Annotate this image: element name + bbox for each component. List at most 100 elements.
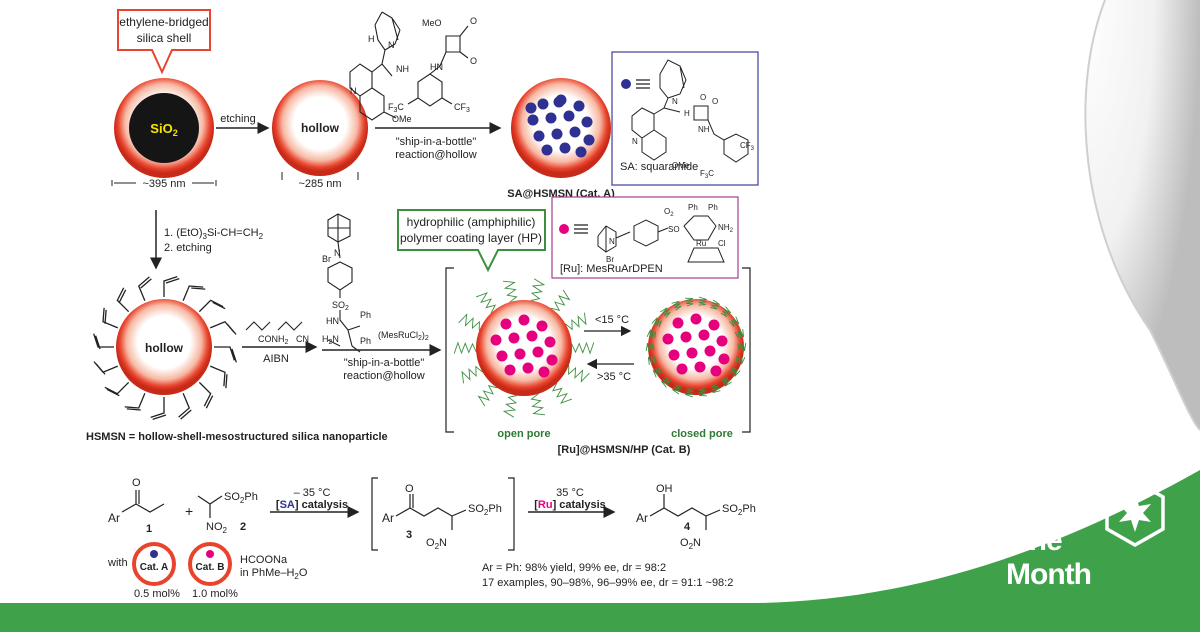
prod-number: 4 bbox=[684, 521, 691, 533]
step1-d: 2 bbox=[259, 232, 264, 241]
polymer-chain bbox=[571, 341, 595, 355]
polymer-chain bbox=[652, 367, 663, 378]
dim-large-label: ~395 nm bbox=[142, 178, 185, 190]
step2-cat-name: Ru bbox=[538, 499, 553, 511]
hollow-particle: hollow bbox=[272, 80, 368, 176]
cat-a-particle bbox=[511, 78, 611, 178]
intermediate-3-structure bbox=[395, 494, 467, 530]
sa-legend-structure bbox=[631, 59, 749, 163]
sa-legend-f3cc: C bbox=[708, 169, 714, 178]
sa-legend-n: N bbox=[672, 97, 678, 106]
svg-text:F3C: F3C bbox=[388, 102, 404, 114]
cat-b-bracket-right bbox=[742, 267, 751, 433]
sub2-number: 2 bbox=[240, 521, 246, 533]
int-so2ph: SO2Ph bbox=[468, 503, 502, 517]
catalyst-dot bbox=[514, 348, 526, 360]
catalyst-dot bbox=[551, 128, 563, 140]
equiv-symbol-sa bbox=[636, 79, 650, 89]
closed-pore-particle bbox=[645, 296, 747, 398]
sa-legend-box: N H O O NH N OMe CF3 F3C SA: squaramide bbox=[611, 51, 759, 186]
polymer-chain bbox=[453, 341, 477, 355]
sa-legend-o1: O bbox=[700, 93, 706, 102]
sio2-label: SiO bbox=[150, 121, 172, 136]
result-line-1: Ar = Ph: 98% yield, 99% ee, dr = 98:2 bbox=[482, 562, 666, 574]
mesrucl-label: (MesRuCl2)2 bbox=[378, 330, 429, 342]
result-line-2: 17 examples, 90–98%, 96–99% ee, dr = 91:… bbox=[482, 577, 733, 589]
hexagon-star-icon bbox=[1105, 478, 1165, 548]
product-4-structure bbox=[649, 494, 721, 530]
catalyst-dot bbox=[686, 347, 698, 359]
polymer-chain bbox=[530, 393, 546, 416]
ru-legend-nh2a: NH bbox=[718, 223, 730, 232]
squaramide-structure-top bbox=[349, 11, 469, 121]
catalyst-dot bbox=[537, 98, 549, 110]
catalyst-dot bbox=[538, 366, 550, 378]
ru-legend-nh2b: 2 bbox=[730, 228, 734, 234]
polymer-chain bbox=[671, 300, 682, 311]
catalyst-dot bbox=[518, 314, 530, 326]
polymer-chain bbox=[646, 329, 656, 339]
lig-h2nc: N bbox=[332, 334, 339, 344]
polymer-chain bbox=[568, 365, 590, 383]
catalyst-dot bbox=[504, 364, 516, 376]
page-curl-edge bbox=[1084, 0, 1200, 431]
open-pore-label: open pore bbox=[497, 428, 550, 440]
logo-line-1: Synfact bbox=[932, 482, 1070, 526]
with-label: with bbox=[107, 557, 128, 569]
ligand-structure bbox=[327, 213, 361, 353]
monomer-structures bbox=[245, 321, 303, 331]
catalyst-dot bbox=[680, 331, 692, 343]
ru-legend-n: N bbox=[609, 237, 615, 246]
catalyst-dot bbox=[718, 353, 730, 365]
hp-callout-line2: polymer coating layer (HP) bbox=[400, 231, 542, 245]
aibn-label: AIBN bbox=[263, 353, 289, 365]
conh2-b: 2 bbox=[285, 339, 289, 346]
catalyst-dot bbox=[569, 126, 581, 138]
catalyst-dot bbox=[490, 334, 502, 346]
hp-callout: hydrophilic (amphiphilic) polymer coatin… bbox=[397, 209, 546, 273]
sub2-no2-a: NO bbox=[206, 521, 223, 533]
catalyst-dot bbox=[581, 116, 593, 128]
prod-so2ph-c: Ph bbox=[742, 503, 755, 515]
polymer-chain bbox=[672, 384, 682, 395]
atom-f3c-1b: 3 bbox=[394, 107, 398, 114]
open-pore-particle bbox=[453, 278, 595, 418]
cat-b-loading: 1.0 mol% bbox=[192, 588, 238, 600]
hollow-label-2: hollow bbox=[145, 341, 184, 355]
solvent-b: 2 bbox=[294, 572, 299, 581]
ship-bottle-mid: "ship-in-a-bottle" bbox=[344, 357, 425, 369]
ru-legend-s: SO bbox=[668, 225, 680, 234]
reaction-hollow-mid: reaction@hollow bbox=[343, 370, 425, 382]
conh2-a: CONH bbox=[258, 334, 285, 344]
atom-cf3-1a: CF bbox=[454, 102, 466, 112]
prod-so2ph: SO2Ph bbox=[722, 503, 756, 517]
reaction-hollow-top: reaction@hollow bbox=[395, 149, 477, 161]
lig-br: Br bbox=[322, 254, 331, 264]
catalyst-dot bbox=[694, 361, 706, 373]
sa-legend-o2: O bbox=[712, 97, 718, 106]
step2-cat-close: ] catalysis bbox=[553, 499, 606, 511]
ship-bottle-top: "ship-in-a-bottle" bbox=[396, 136, 477, 148]
logo-line-3: Month bbox=[1006, 558, 1092, 591]
catalyst-dot bbox=[559, 142, 571, 154]
svg-text:SO2: SO2 bbox=[332, 300, 349, 312]
vinyl-hollow-particle: hollow bbox=[93, 276, 237, 420]
catalyst-dot bbox=[698, 329, 710, 341]
prod-o2n-a: O bbox=[680, 537, 689, 549]
catalyst-dot bbox=[710, 365, 722, 377]
mesrucl-d: 2 bbox=[425, 335, 429, 342]
sub2-no2: NO2 bbox=[206, 521, 228, 535]
logo-line-2: of the bbox=[986, 524, 1063, 557]
high-temp-label: >35 °C bbox=[597, 371, 631, 383]
polymer-chain bbox=[734, 329, 745, 339]
lig-h2nb: 2 bbox=[329, 339, 333, 346]
lig-so2a: SO bbox=[332, 300, 345, 310]
catalyst-dot bbox=[583, 134, 595, 146]
int-o2n-c: N bbox=[439, 537, 447, 549]
catalyst-dot bbox=[662, 333, 674, 345]
vinyl-group bbox=[178, 392, 192, 420]
ru-legend-box: Br N O2 SO Ph Ph NH2 Ru Cl [Ru]: MesRuAr… bbox=[551, 196, 739, 279]
substrate-1-structure bbox=[121, 490, 165, 513]
